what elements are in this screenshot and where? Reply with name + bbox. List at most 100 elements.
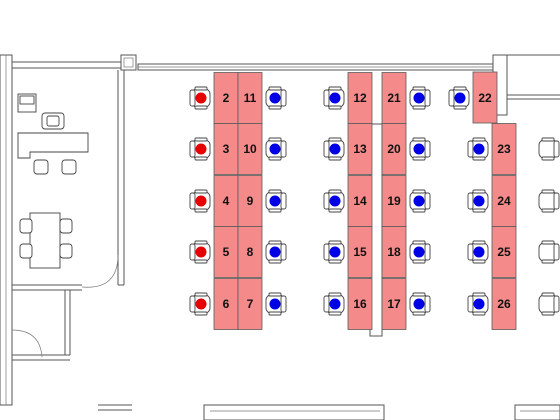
desk-surface[interactable]	[381, 278, 407, 330]
desk-3[interactable]: 3	[189, 123, 239, 175]
desk-number: 10	[243, 142, 257, 156]
desk-19[interactable]: 19	[381, 175, 431, 227]
desk-22[interactable]: 22	[448, 71, 498, 124]
status-marker-available[interactable]	[413, 143, 425, 155]
status-marker-available[interactable]	[329, 92, 341, 104]
desk-14[interactable]: 14	[323, 175, 373, 227]
desk-surface[interactable]	[472, 71, 498, 124]
desk-surface[interactable]	[237, 123, 263, 175]
desk-surface[interactable]	[381, 226, 407, 278]
desk-15[interactable]: 15	[323, 226, 373, 278]
desk-surface[interactable]	[237, 72, 263, 124]
desk-number: 19	[387, 194, 401, 208]
desk-number: 5	[223, 245, 230, 259]
desk-number: 9	[247, 194, 254, 208]
desk-surface[interactable]	[347, 175, 373, 227]
desk-surface[interactable]	[491, 175, 517, 227]
status-marker-available[interactable]	[329, 143, 341, 155]
status-marker-available[interactable]	[269, 298, 281, 310]
left-room-furniture	[17, 93, 89, 269]
status-marker-available[interactable]	[413, 195, 425, 207]
desk-16[interactable]: 16	[323, 278, 373, 330]
status-marker-available[interactable]	[413, 298, 425, 310]
desk-number: 16	[353, 297, 367, 311]
desk-number: 20	[387, 142, 401, 156]
bottom-right-wall	[514, 404, 560, 420]
desk-13[interactable]: 13	[323, 123, 373, 175]
status-marker-available[interactable]	[473, 143, 485, 155]
desk-number: 3	[223, 142, 230, 156]
desk-4[interactable]: 4	[189, 175, 239, 227]
desk-number: 18	[387, 245, 401, 259]
desk-21[interactable]: 21	[381, 72, 431, 124]
desk-surface[interactable]	[381, 72, 407, 124]
status-marker-available[interactable]	[269, 92, 281, 104]
desk-surface[interactable]	[347, 123, 373, 175]
desk-2[interactable]: 2	[189, 72, 239, 124]
status-marker-occupied[interactable]	[195, 92, 207, 104]
status-marker-available[interactable]	[329, 195, 341, 207]
desk-surface[interactable]	[213, 123, 239, 175]
desk-12[interactable]: 12	[323, 72, 373, 124]
desk-surface[interactable]	[347, 278, 373, 330]
desk-surface[interactable]	[213, 72, 239, 124]
status-marker-available[interactable]	[413, 246, 425, 258]
desk-number: 25	[497, 245, 511, 259]
desk-20[interactable]: 20	[381, 123, 431, 175]
desk-surface[interactable]	[347, 72, 373, 124]
desk-18[interactable]: 18	[381, 226, 431, 278]
desk-number: 22	[478, 91, 492, 105]
walls	[0, 54, 560, 420]
desk-surface[interactable]	[491, 123, 517, 175]
status-marker-occupied[interactable]	[195, 298, 207, 310]
desk-surface[interactable]	[491, 278, 517, 330]
desk-number: 15	[353, 245, 367, 259]
desk-surface[interactable]	[381, 123, 407, 175]
status-marker-available[interactable]	[473, 246, 485, 258]
status-marker-available[interactable]	[473, 195, 485, 207]
office-desk	[17, 132, 89, 159]
desk-surface[interactable]	[347, 226, 373, 278]
desk-number: 24	[497, 194, 511, 208]
chair-icon	[409, 86, 431, 110]
chair-icon	[538, 137, 560, 161]
desk-surface[interactable]	[213, 175, 239, 227]
desk-surface[interactable]	[491, 226, 517, 278]
desk-number: 26	[497, 297, 511, 311]
desk-26[interactable]: 26	[467, 278, 517, 330]
desk-surface[interactable]	[237, 278, 263, 330]
desk-11[interactable]: 11	[237, 72, 287, 124]
desk-7[interactable]: 7	[237, 278, 287, 330]
desk-surface[interactable]	[381, 175, 407, 227]
desk-surface[interactable]	[213, 278, 239, 330]
status-marker-occupied[interactable]	[195, 246, 207, 258]
desk-17[interactable]: 17	[381, 278, 431, 330]
status-marker-available[interactable]	[269, 143, 281, 155]
status-marker-available[interactable]	[329, 246, 341, 258]
desk-9[interactable]: 9	[237, 175, 287, 227]
status-marker-available[interactable]	[413, 92, 425, 104]
desk-number: 6	[223, 297, 230, 311]
desk-10[interactable]: 10	[237, 123, 287, 175]
desk-5[interactable]: 5	[189, 226, 239, 278]
status-marker-available[interactable]	[473, 298, 485, 310]
status-marker-available[interactable]	[454, 92, 466, 104]
desk-surface[interactable]	[237, 175, 263, 227]
status-marker-available[interactable]	[269, 246, 281, 258]
desk-number: 7	[247, 297, 254, 311]
desk-surface[interactable]	[213, 226, 239, 278]
chair-icon	[265, 137, 287, 161]
desk-number: 11	[244, 91, 257, 105]
status-marker-available[interactable]	[269, 195, 281, 207]
status-marker-occupied[interactable]	[195, 143, 207, 155]
status-marker-available[interactable]	[329, 298, 341, 310]
door-swing-lower	[11, 329, 43, 358]
desk-25[interactable]: 25	[467, 226, 517, 278]
far-right-chairs	[538, 137, 560, 316]
desk-6[interactable]: 6	[189, 278, 239, 330]
desk-24[interactable]: 24	[467, 175, 517, 227]
desk-8[interactable]: 8	[237, 226, 287, 278]
status-marker-occupied[interactable]	[195, 195, 207, 207]
desk-23[interactable]: 23	[467, 123, 517, 175]
